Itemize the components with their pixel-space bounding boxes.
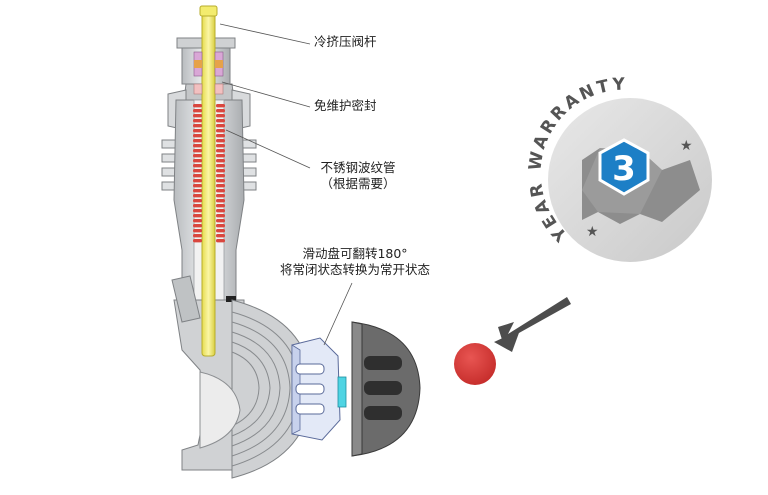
star-icon: ★	[586, 224, 599, 240]
bellows-coil	[216, 169, 225, 173]
bellows-coil	[193, 154, 202, 158]
bellows-coil	[193, 199, 202, 203]
pointer-arrow-icon	[494, 297, 571, 352]
bellows-coil	[193, 234, 202, 238]
bellows-coil	[216, 174, 225, 178]
bellows-coil	[193, 169, 202, 173]
label-bellows: 不锈钢波纹管 （根据需要）	[312, 160, 404, 192]
bellows-coil	[216, 189, 225, 193]
label-bellows-line2: （根据需要）	[320, 176, 396, 191]
bellows-coil	[216, 239, 225, 243]
bellows-coil	[193, 174, 202, 178]
bellows-coil	[193, 149, 202, 153]
bellows-coil	[216, 159, 225, 163]
bellows-coil	[193, 179, 202, 183]
bellows-coil	[216, 234, 225, 238]
bellows-coil	[216, 124, 225, 128]
bellows-coil	[216, 164, 225, 168]
bellows-coil	[216, 199, 225, 203]
bellows-coil	[193, 164, 202, 168]
bellows-coil	[216, 109, 225, 113]
bellows-coil	[193, 194, 202, 198]
label-sliding-disc-line1: 滑动盘可翻转180°	[302, 246, 408, 261]
bellows-coil	[216, 119, 225, 123]
bellows-coil	[216, 129, 225, 133]
bellows-coil	[193, 159, 202, 163]
bellows-coil	[216, 149, 225, 153]
valve-stem	[199, 5, 218, 357]
bellows-coil	[216, 139, 225, 143]
label-valve-stem: 冷挤压阀杆	[314, 34, 377, 49]
bellows-coil	[193, 189, 202, 193]
label-bellows-line1: 不锈钢波纹管	[320, 160, 396, 175]
bellows-coil	[193, 129, 202, 133]
bellows-coil	[216, 209, 225, 213]
bellows-coil	[193, 219, 202, 223]
bellows-coil	[193, 204, 202, 208]
bellows-coil	[193, 104, 202, 108]
bellows-coil	[193, 239, 202, 243]
bellows-coil	[216, 134, 225, 138]
bellows-coil	[193, 144, 202, 148]
bellows-coil	[216, 104, 225, 108]
leader-lines	[219, 23, 353, 346]
bellows-coil	[193, 214, 202, 218]
stainless-bellows	[193, 104, 225, 243]
bellows-coil	[216, 229, 225, 233]
badge-number: 3	[612, 149, 636, 189]
bellows-coil	[216, 184, 225, 188]
label-sliding-disc-line2: 将常闭状态转换为常开状态	[279, 262, 430, 277]
star-icon: ★	[680, 138, 693, 154]
label-maintenance-free-seal: 免维护密封	[314, 98, 377, 113]
bellows-coil	[216, 214, 225, 218]
bellows-coil	[216, 204, 225, 208]
bellows-coil	[193, 209, 202, 213]
valve-seat	[351, 321, 421, 457]
bellows-coil	[193, 139, 202, 143]
bellows-coil	[193, 184, 202, 188]
sliding-disc	[291, 337, 347, 441]
bellows-coil	[216, 154, 225, 158]
bellows-coil	[216, 114, 225, 118]
red-dot-icon	[454, 343, 496, 385]
bellows-coil	[216, 219, 225, 223]
bellows-coil	[193, 229, 202, 233]
bellows-coil	[216, 144, 225, 148]
bellows-coil	[216, 194, 225, 198]
bellows-coil	[193, 224, 202, 228]
bellows-coil	[193, 109, 202, 113]
warranty-badge-icon: YEAR WARRANTY 3 ★ ★	[525, 75, 712, 262]
stem-seal-packing	[193, 51, 224, 95]
label-sliding-disc: 滑动盘可翻转180° 将常闭状态转换为常开状态	[275, 246, 435, 278]
bellows-coil	[216, 224, 225, 228]
bellows-coil	[193, 119, 202, 123]
bellows-coil	[193, 114, 202, 118]
bellows-coil	[193, 124, 202, 128]
bellows-coil	[216, 179, 225, 183]
bellows-coil	[193, 134, 202, 138]
